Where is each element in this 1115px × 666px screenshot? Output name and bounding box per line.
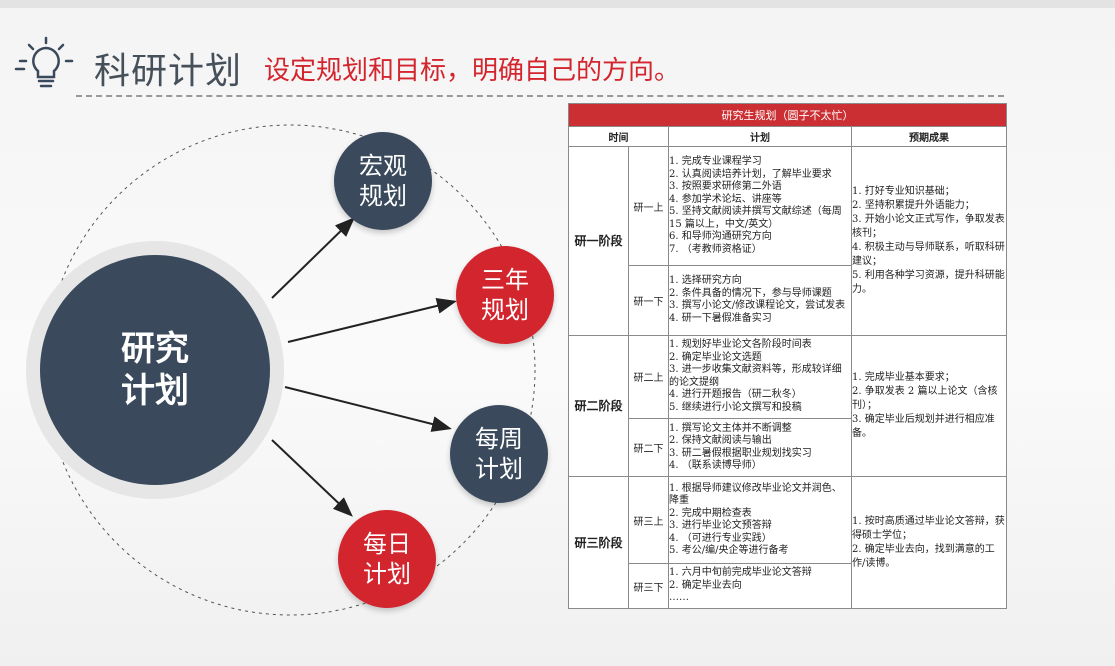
plan-item: …… xyxy=(669,592,689,604)
orbit-ring xyxy=(44,124,536,616)
plan-item: 4. （联系读博导师） xyxy=(669,460,762,472)
header-time: 时间 xyxy=(568,126,669,147)
semester-label: 研三上 xyxy=(628,476,669,565)
plan-item: 1. 六月中旬前完成毕业论文答辩 xyxy=(669,567,812,579)
page-title: 科研计划 xyxy=(94,51,243,92)
outcome-item: 3. 确定毕业后规划并进行相应准备。 xyxy=(852,413,995,439)
plan-item: 5. 继续进行小论文撰写和投稿 xyxy=(669,401,802,413)
page-subtitle: 设定规划和目标，明确自己的方向。 xyxy=(264,56,681,86)
arrow-to-three-year xyxy=(287,297,457,343)
plan-item: 4. （可进行专业实践） xyxy=(669,532,772,544)
table-title: 研究生规划（圆子不太忙） xyxy=(568,102,1007,128)
plan-item: 1. 完成专业课程学习 xyxy=(669,156,762,167)
plan-item: 3. 研二暑假根据职业规划找实习 xyxy=(669,447,812,459)
plan-cell: 1. 根据导师建议修改毕业论文并润色、降重 2. 完成中期检查表 3. 进行毕业… xyxy=(668,476,852,565)
arrow-to-daily xyxy=(271,439,353,517)
semester-label: 研一上 xyxy=(628,145,669,267)
plan-item: 3. 进行毕业论文预答辩 xyxy=(669,520,772,532)
semester-label: 研二下 xyxy=(628,418,669,478)
outcome-item: 3. 开始小论文正式写作，争取发表核刊； xyxy=(852,213,1005,239)
plan-diagram: 研究 计划 宏观 规划 三年 规划 每周 计划 每日 计划 xyxy=(0,100,560,666)
plan-item: 1. 规划好毕业论文各阶段时间表 xyxy=(669,339,812,351)
semester-label: 研二上 xyxy=(628,334,669,420)
plan-cell: 1. 撰写论文主体并不断调整 2. 保持文献阅读与输出 3. 研二暑假根据职业规… xyxy=(668,418,852,478)
plan-item: 5. 坚持文献阅读并撰写文献综述（每周 15 篇以上，中文/英文） xyxy=(669,206,845,230)
plan-item: 2. 条件具备的情况下，参与导师课题 xyxy=(669,287,832,299)
plan-item: 4. 进行开题报告（研二秋冬） xyxy=(669,389,802,401)
plan-item: 4. 参加学术论坛、讲座等 xyxy=(669,193,782,205)
diagram-connectors xyxy=(44,124,536,616)
plan-item: 7. （考教师资格证） xyxy=(669,243,762,255)
plan-cell: 1. 选择研究方向 2. 条件具备的情况下，参与导师课题 3. 撰写小论文/修改… xyxy=(668,265,852,336)
outcome-cell: 1. 完成毕业基本要求； 2. 争取发表 2 篇以上论文（含核刊）； 3. 确定… xyxy=(851,334,1007,478)
header-outcome: 预期成果 xyxy=(851,126,1007,147)
semester-label: 研一下 xyxy=(628,265,669,336)
plan-item: 2. 确定毕业论文选题 xyxy=(669,351,762,363)
outcome-cell: 1. 打好专业知识基础； 2. 坚持积累提升外语能力； 3. 开始小论文正式写作… xyxy=(851,145,1007,336)
plan-item: 2. 确定毕业去向 xyxy=(669,579,742,591)
stage-label: 研二阶段 xyxy=(568,334,629,478)
outcome-item: 2. 确定毕业去向，找到满意的工作/读博。 xyxy=(852,543,995,569)
plan-item: 2. 认真阅读培养计划，了解毕业要求 xyxy=(669,168,832,180)
header-plan: 计划 xyxy=(668,126,852,147)
stage-label: 研一阶段 xyxy=(568,145,629,336)
plan-item: 2. 保持文献阅读与输出 xyxy=(669,435,772,447)
plan-item: 4. 研一下暑假准备实习 xyxy=(669,312,772,324)
plan-item: 1. 撰写论文主体并不断调整 xyxy=(669,422,792,434)
plan-item: 3. 进一步收集文献资料等，形成较详细的论文提纲 xyxy=(669,364,842,388)
top-strip xyxy=(0,0,1115,8)
plan-cell: 1. 六月中旬前完成毕业论文答辩 2. 确定毕业去向 …… xyxy=(668,563,852,609)
plan-item: 3. 按照要求研修第二外语 xyxy=(669,181,782,192)
plan-item: 2. 完成中期检查表 xyxy=(669,507,752,519)
plan-cell: 1. 完成专业课程学习 2. 认真阅读培养计划，了解毕业要求 3. 按照要求研修… xyxy=(668,145,852,267)
outcome-item: 4. 积极主动与导师联系，听取科研建议； xyxy=(852,241,1005,267)
stage-label: 研三阶段 xyxy=(568,476,629,609)
arrow-to-macro xyxy=(271,217,355,299)
outcome-item: 1. 完成毕业基本要求； xyxy=(852,371,955,383)
outcome-cell: 1. 按时高质通过毕业论文答辩，获得硕士学位； 2. 确定毕业去向，找到满意的工… xyxy=(851,476,1007,609)
plan-item: 6. 和导师沟通研究方向 xyxy=(669,231,772,242)
node-daily-plan: 每日 计划 xyxy=(338,510,436,608)
outcome-item: 1. 按时高质通过毕业论文答辩，获得硕士学位； xyxy=(852,515,1005,541)
node-macro-plan: 宏观 规划 xyxy=(334,132,432,230)
plan-item: 1. 选择研究方向 xyxy=(669,275,742,287)
plan-table: 研究生规划（圆子不太忙） 时间 计划 预期成果 研一阶段 研一上 1. 完成专业… xyxy=(568,102,1007,609)
semester-label: 研三下 xyxy=(628,563,669,609)
plan-item: 1. 根据导师建议修改毕业论文并润色、降重 xyxy=(669,482,842,507)
plan-item: 3. 撰写小论文/修改课程论文，尝试发表 xyxy=(669,300,846,312)
outcome-item: 2. 坚持积累提升外语能力； xyxy=(852,199,975,211)
node-three-year-plan: 三年 规划 xyxy=(456,246,554,344)
outcome-item: 5. 利用各种学习资源，提升科研能力。 xyxy=(852,269,1005,295)
outcome-item: 2. 争取发表 2 篇以上论文（含核刊）； xyxy=(852,385,998,411)
plan-cell: 1. 规划好毕业论文各阶段时间表 2. 确定毕业论文选题 3. 进一步收集文献资… xyxy=(668,334,852,420)
center-node: 研究 计划 xyxy=(40,255,270,485)
node-weekly-plan: 每周 计划 xyxy=(450,405,548,503)
arrow-to-weekly xyxy=(284,386,452,432)
lightbulb-icon xyxy=(14,36,74,88)
header-divider xyxy=(76,95,1004,97)
plan-item: 5. 考公/编/央企等进行备考 xyxy=(669,545,789,557)
outcome-item: 1. 打好专业知识基础； xyxy=(852,185,955,197)
